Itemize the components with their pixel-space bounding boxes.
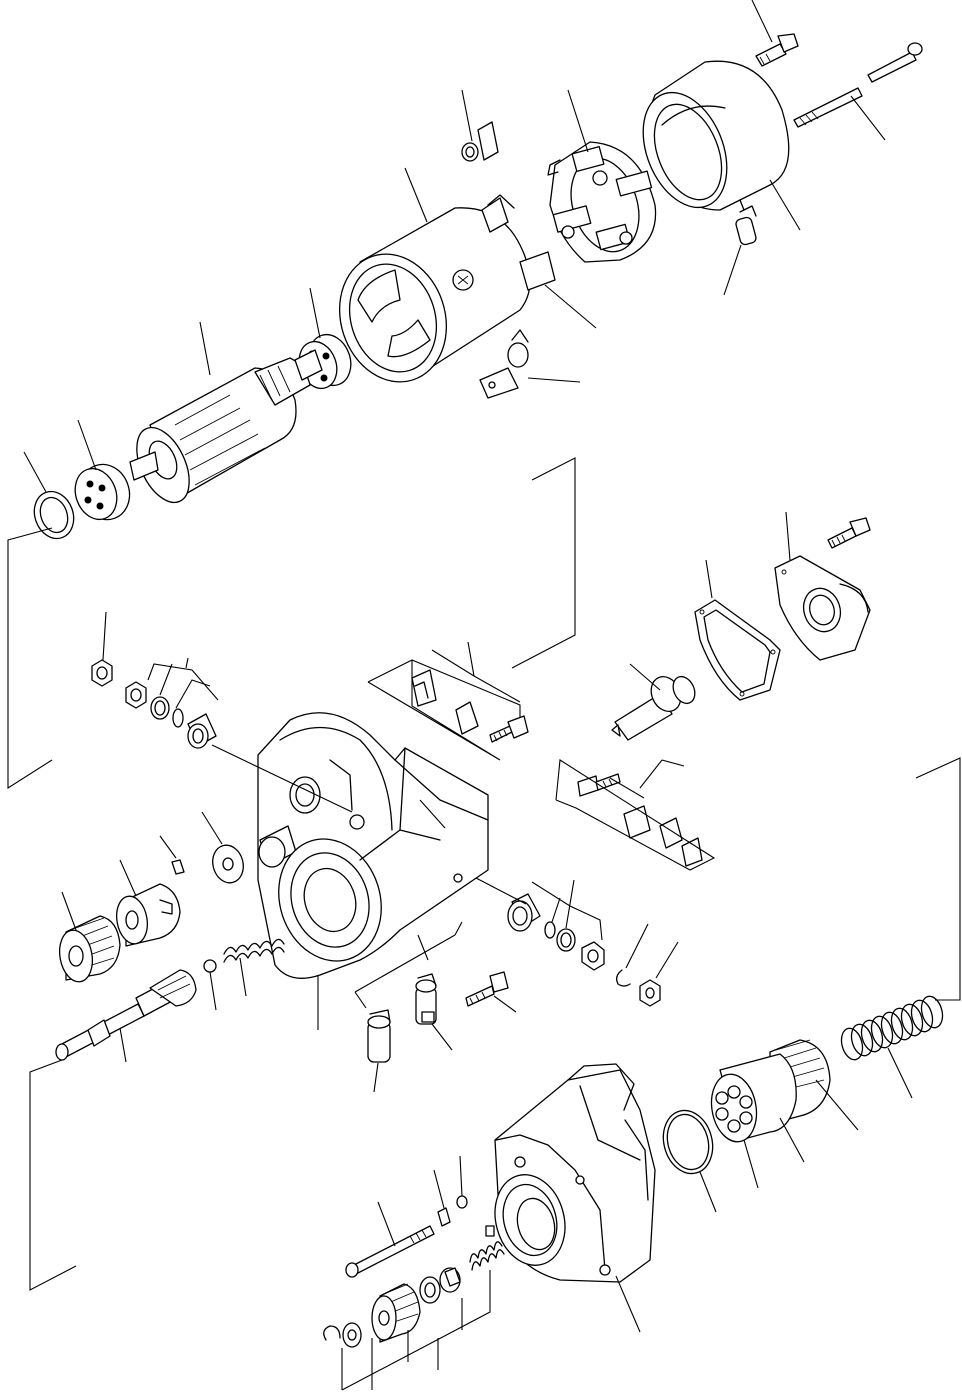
cover-bolt <box>828 518 870 548</box>
idler-washers <box>324 1268 460 1347</box>
rear-cover <box>627 61 800 230</box>
lower-through-bolt <box>346 1202 434 1277</box>
group-bracket-left <box>8 528 52 788</box>
terminal-nut-set-2 <box>476 878 604 970</box>
terminal-nut-set <box>92 612 218 748</box>
leader-housing-top <box>420 800 445 828</box>
solenoid-gasket <box>695 560 780 700</box>
drive-end-frame <box>485 1064 655 1332</box>
armature-bearing <box>68 420 137 527</box>
idler-gear <box>372 1284 420 1342</box>
drive-spring <box>470 1226 504 1270</box>
leader-nut-set <box>212 745 352 812</box>
bolt-small <box>752 0 798 66</box>
group-bracket-lower-left <box>30 1060 76 1290</box>
snap-ring <box>617 924 648 986</box>
terminal-switch-2 <box>416 974 452 1050</box>
group-bracket-bottom <box>342 1270 490 1390</box>
bolt-center <box>466 972 516 1012</box>
group-bracket-right-top <box>916 758 960 1000</box>
terminal-bolt-set-lower <box>556 760 714 870</box>
thrust-washer <box>202 812 247 886</box>
pin <box>160 836 184 874</box>
clutch-collar <box>113 860 180 946</box>
o-ring <box>657 1105 720 1212</box>
return-spring <box>838 994 946 1098</box>
group-bracket-switch <box>355 922 462 1008</box>
armature-washer <box>24 452 80 544</box>
plunger-spring <box>224 939 284 996</box>
lock-washer <box>434 1170 450 1226</box>
field-terminal <box>480 330 580 398</box>
drive-housing <box>258 713 488 979</box>
leader-yoke-bolt <box>545 285 596 328</box>
brush-spring <box>462 90 498 161</box>
small-ring <box>457 1156 467 1208</box>
solenoid-cover <box>775 512 870 660</box>
brush-holder <box>548 90 656 262</box>
drive-shaft <box>56 970 196 1062</box>
group-bracket-center <box>512 458 575 668</box>
terminal-connector <box>724 200 757 295</box>
through-bolt <box>794 43 922 140</box>
terminal-bolt-set-upper <box>368 642 528 760</box>
terminal-switch-1 <box>368 1010 390 1092</box>
yoke-field-frame <box>323 168 555 396</box>
steel-ball <box>204 960 216 1010</box>
solenoid-plunger <box>612 664 699 740</box>
armature <box>126 322 322 511</box>
hex-nut <box>640 942 678 1006</box>
pinion-gear <box>56 892 120 984</box>
overrunning-clutch <box>706 1040 858 1188</box>
